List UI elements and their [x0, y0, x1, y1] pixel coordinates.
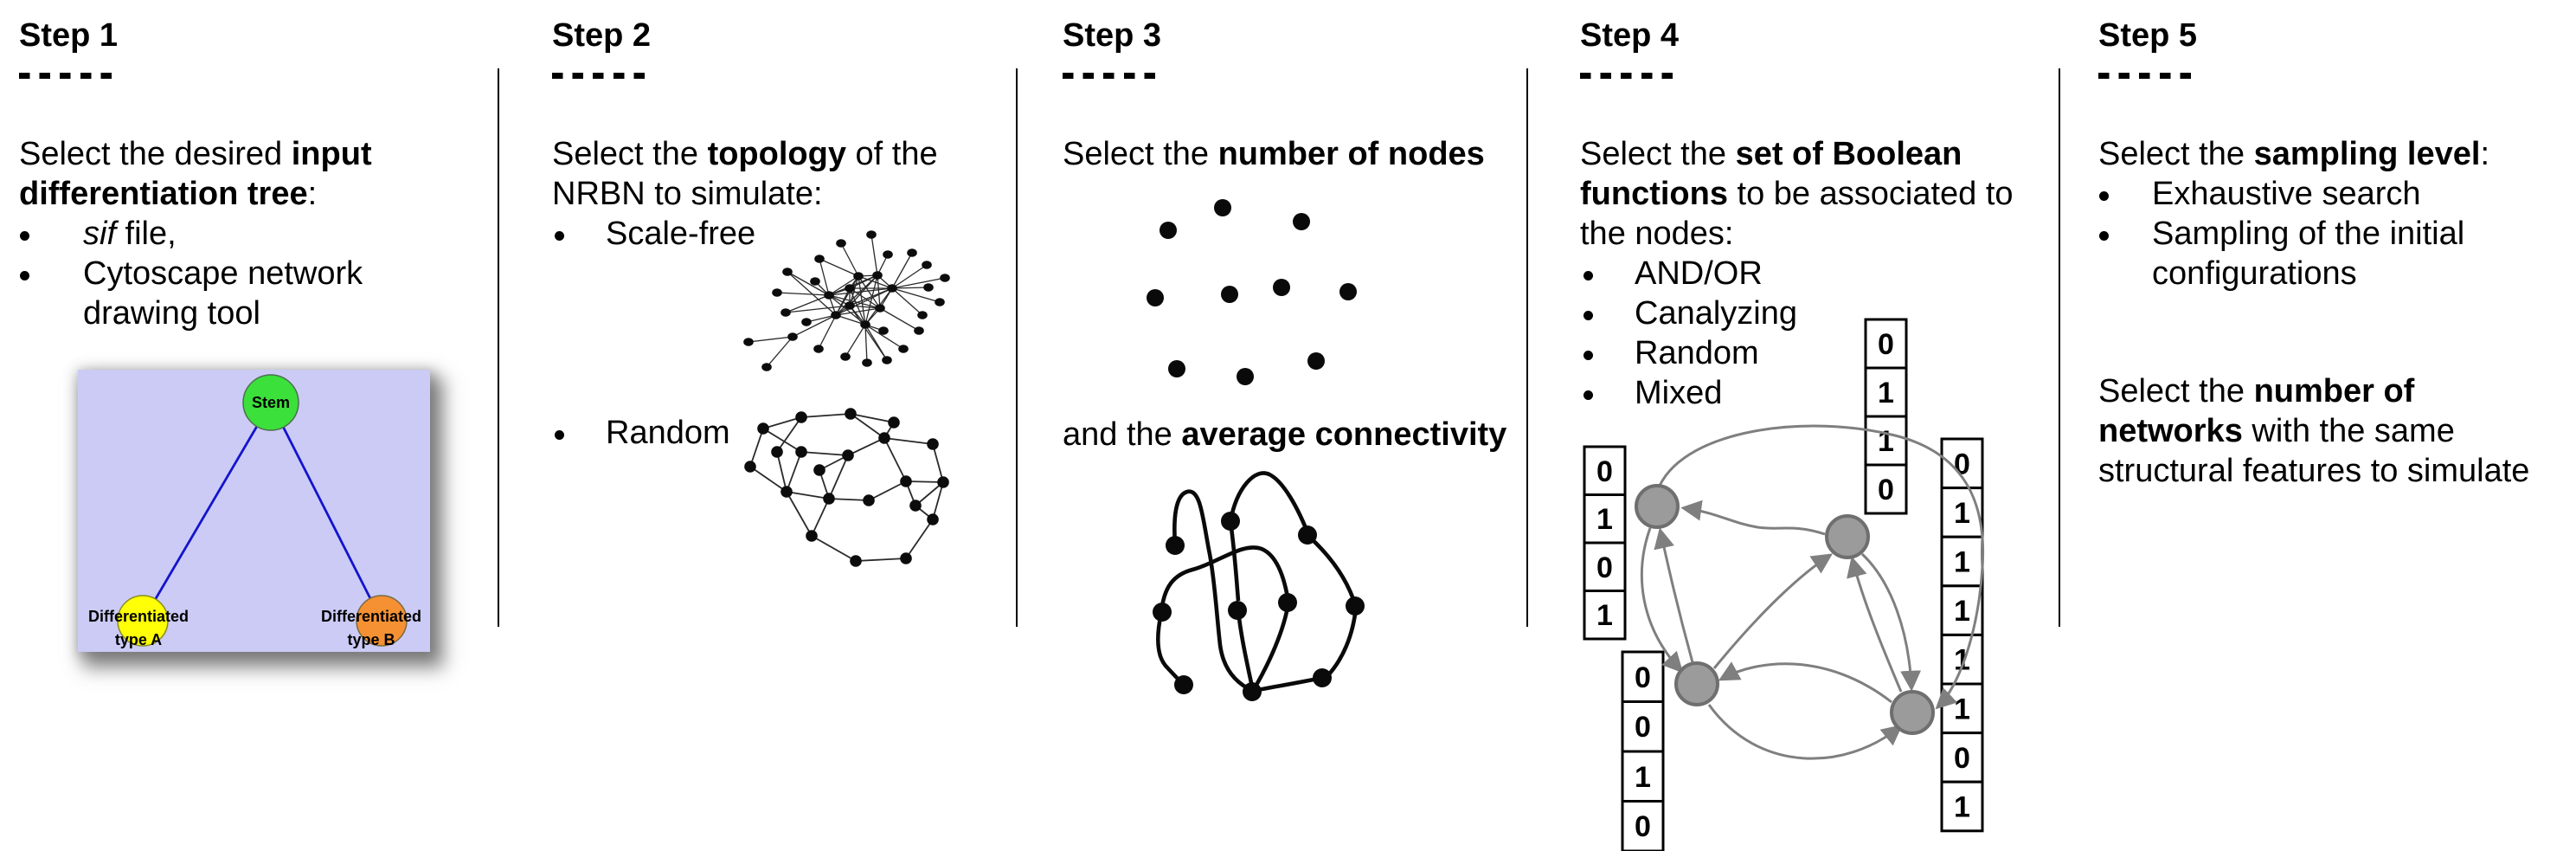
- svg-text:1: 1: [1878, 425, 1894, 458]
- svg-text:1: 1: [1878, 377, 1894, 409]
- svg-text:type B: type B: [347, 631, 395, 648]
- svg-text:1: 1: [1635, 761, 1651, 794]
- svg-text:Differentiated: Differentiated: [88, 608, 189, 625]
- svg-text:0: 0: [1635, 711, 1651, 744]
- svg-text:1: 1: [1954, 546, 1970, 579]
- svg-text:0: 0: [1596, 455, 1613, 488]
- svg-text:1: 1: [1954, 791, 1970, 824]
- svg-text:1: 1: [1596, 599, 1613, 632]
- svg-text:1: 1: [1596, 503, 1613, 536]
- svg-text:Differentiated: Differentiated: [321, 608, 421, 625]
- svg-text:0: 0: [1635, 661, 1651, 694]
- svg-text:0: 0: [1635, 810, 1651, 843]
- svg-text:0: 0: [1596, 551, 1613, 584]
- svg-text:0: 0: [1878, 474, 1894, 506]
- svg-text:0: 0: [1954, 742, 1970, 775]
- svg-text:1: 1: [1954, 595, 1970, 628]
- svg-text:1: 1: [1954, 693, 1970, 725]
- svg-text:0: 0: [1878, 328, 1894, 361]
- svg-text:type A: type A: [115, 631, 162, 648]
- svg-text:Stem: Stem: [252, 394, 290, 411]
- svg-text:1: 1: [1954, 497, 1970, 530]
